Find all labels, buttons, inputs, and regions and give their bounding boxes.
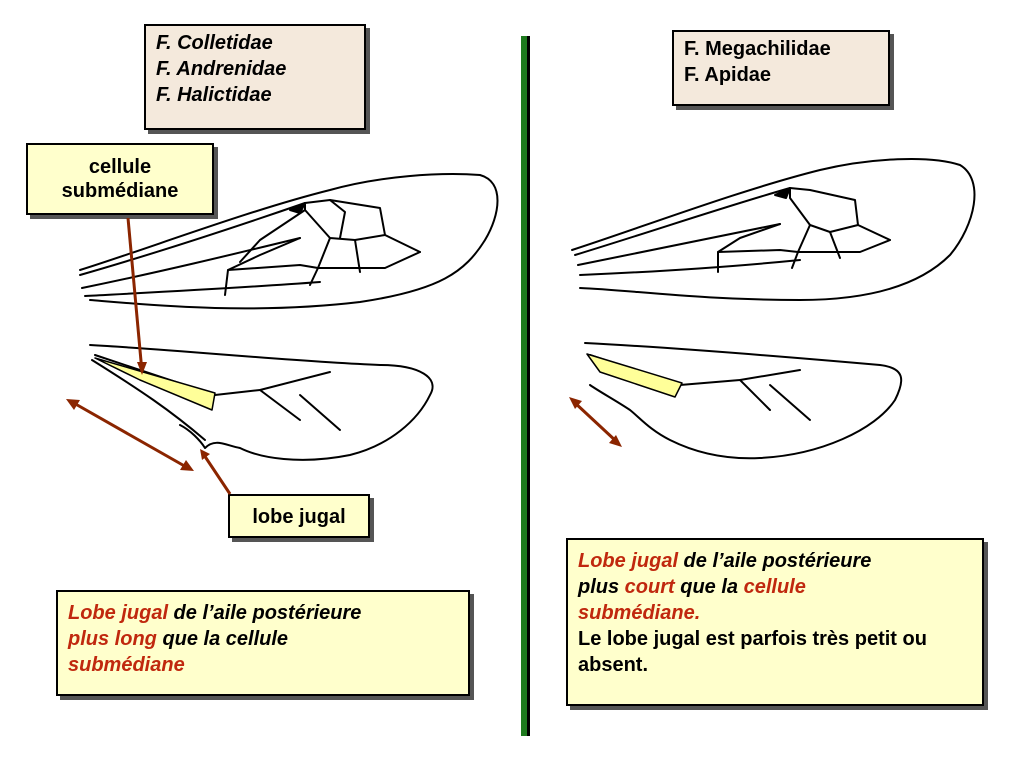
family-megachilidae: F. Megachilidae: [684, 38, 831, 60]
left-note-text2: que la cellule: [156, 628, 289, 650]
left-note-lobe-jugal: Lobe jugal: [68, 602, 168, 624]
jugal-lobe-label-text: lobe jugal: [252, 506, 346, 528]
family-colletidae: F. Colletidae: [156, 32, 273, 54]
annotation-arrows: [66, 217, 622, 495]
jugal-lobe-pointer-arrow: [202, 454, 232, 495]
right-note-box: Lobe jugal de l’aile postérieure plus co…: [566, 538, 984, 706]
submedian-label-line1: cellule: [88, 156, 152, 178]
submedian-cell-label: cellule submédiane: [26, 143, 214, 215]
left-note-box: Lobe jugal de l’aile postérieure plus lo…: [56, 590, 470, 696]
jugal-lobe-label: lobe jugal: [228, 494, 370, 538]
right-note-court: court: [624, 576, 675, 598]
left-stigma: [289, 202, 306, 214]
left-forewing: [79, 173, 499, 310]
family-halictidae: F. Halictidae: [156, 84, 272, 106]
right-stigma: [774, 187, 791, 199]
left-family-box: F. Colletidae F. Andrenidae F. Halictida…: [144, 24, 366, 130]
right-note-text3: que la: [674, 576, 744, 598]
right-note-text4: Le lobe jugal est parfois très petit ou …: [578, 628, 927, 676]
right-hindwing: [584, 342, 903, 460]
submedian-pointer-arrow: [126, 217, 144, 373]
submedian-label-line2: submédiane: [61, 180, 179, 202]
family-apidae: F. Apidae: [684, 64, 772, 86]
right-forewing: [571, 157, 976, 301]
family-andrenidae: F. Andrenidae: [156, 58, 287, 80]
right-jugal-length-arrow: [572, 400, 619, 444]
left-jugal-length-arrow: [71, 400, 189, 470]
right-note-text1: de l’aile postérieure: [678, 550, 872, 572]
left-hindwing: [89, 344, 434, 461]
right-submedian-cell: [586, 353, 683, 398]
right-note-lobe-jugal: Lobe jugal: [578, 550, 678, 572]
right-family-box: F. Megachilidae F. Apidae: [672, 30, 890, 106]
left-note-submediane: submédiane: [68, 654, 185, 676]
left-submedian-cell: [94, 357, 216, 411]
right-note-text2: plus: [578, 576, 625, 598]
right-note-cellule: cellule: [743, 576, 806, 598]
center-divider: [521, 36, 530, 736]
left-note-text1: de l’aile postérieure: [168, 602, 362, 624]
right-note-submediane: submédiane.: [578, 602, 701, 624]
left-note-plus-long: plus long: [68, 628, 157, 650]
